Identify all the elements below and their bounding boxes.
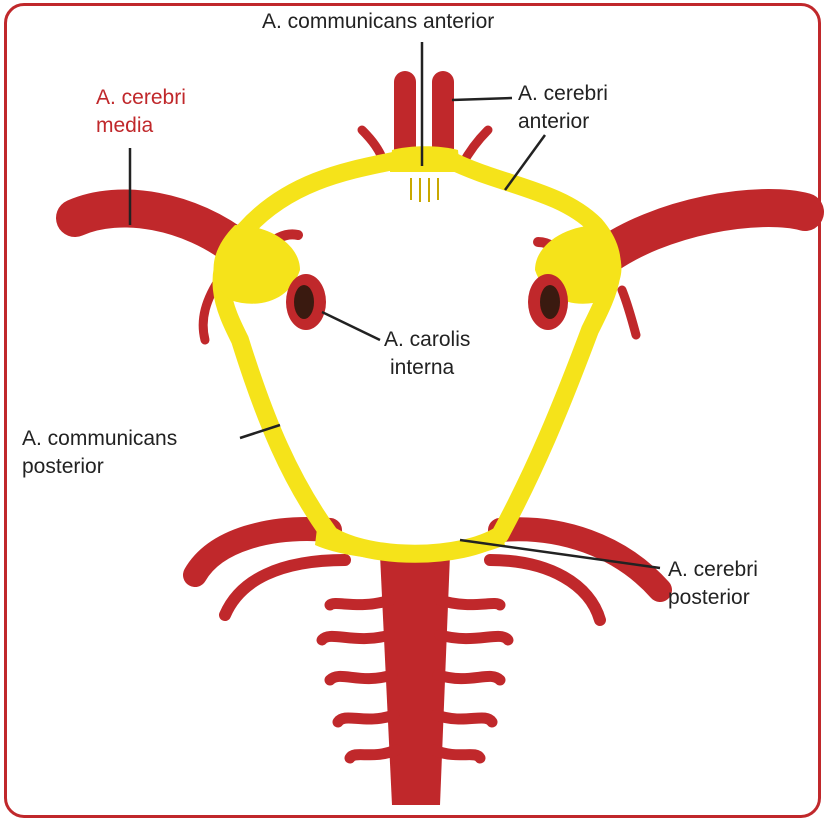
label-cerebri-media-line2: media <box>96 112 186 140</box>
middle-cerebral-artery-left <box>75 208 240 250</box>
label-communicans-posterior-line2: posterior <box>22 453 177 481</box>
junction-top <box>390 146 460 172</box>
middle-cerebral-artery-right <box>600 208 805 260</box>
carotid-branch-right-bottom <box>622 290 636 335</box>
label-communicans-anterior-text: A. communicans anterior <box>262 8 494 36</box>
carotid-interna-right-lumen <box>540 285 560 319</box>
communicans-anterior-vessels <box>411 178 438 202</box>
label-cerebri-posterior-line2: posterior <box>668 584 758 612</box>
label-cerebri-anterior: A. cerebri anterior <box>518 80 608 136</box>
leader-cerebri-anterior-1 <box>452 98 512 100</box>
label-cerebri-posterior-line1: A. cerebri <box>668 556 758 584</box>
label-cerebri-anterior-line2: anterior <box>518 108 608 136</box>
label-communicans-posterior: A. communicans posterior <box>22 425 177 481</box>
label-cerebri-media-line1: A. cerebri <box>96 84 186 112</box>
label-cerebri-posterior: A. cerebri posterior <box>668 556 758 612</box>
label-cerebri-anterior-line1: A. cerebri <box>518 80 608 108</box>
label-communicans-anterior: A. communicans anterior <box>262 8 494 36</box>
label-communicans-posterior-line1: A. communicans <box>22 425 177 453</box>
leader-carotis-interna <box>322 312 380 340</box>
posterior-branch-right <box>490 560 600 620</box>
label-carotis-interna-line1: A. carolis <box>384 326 470 354</box>
label-cerebri-media: A. cerebri media <box>96 84 186 140</box>
carotid-interna-left-lumen <box>294 285 314 319</box>
label-carotis-interna: A. carolis interna <box>384 326 470 382</box>
label-carotis-interna-line2: interna <box>384 354 470 382</box>
